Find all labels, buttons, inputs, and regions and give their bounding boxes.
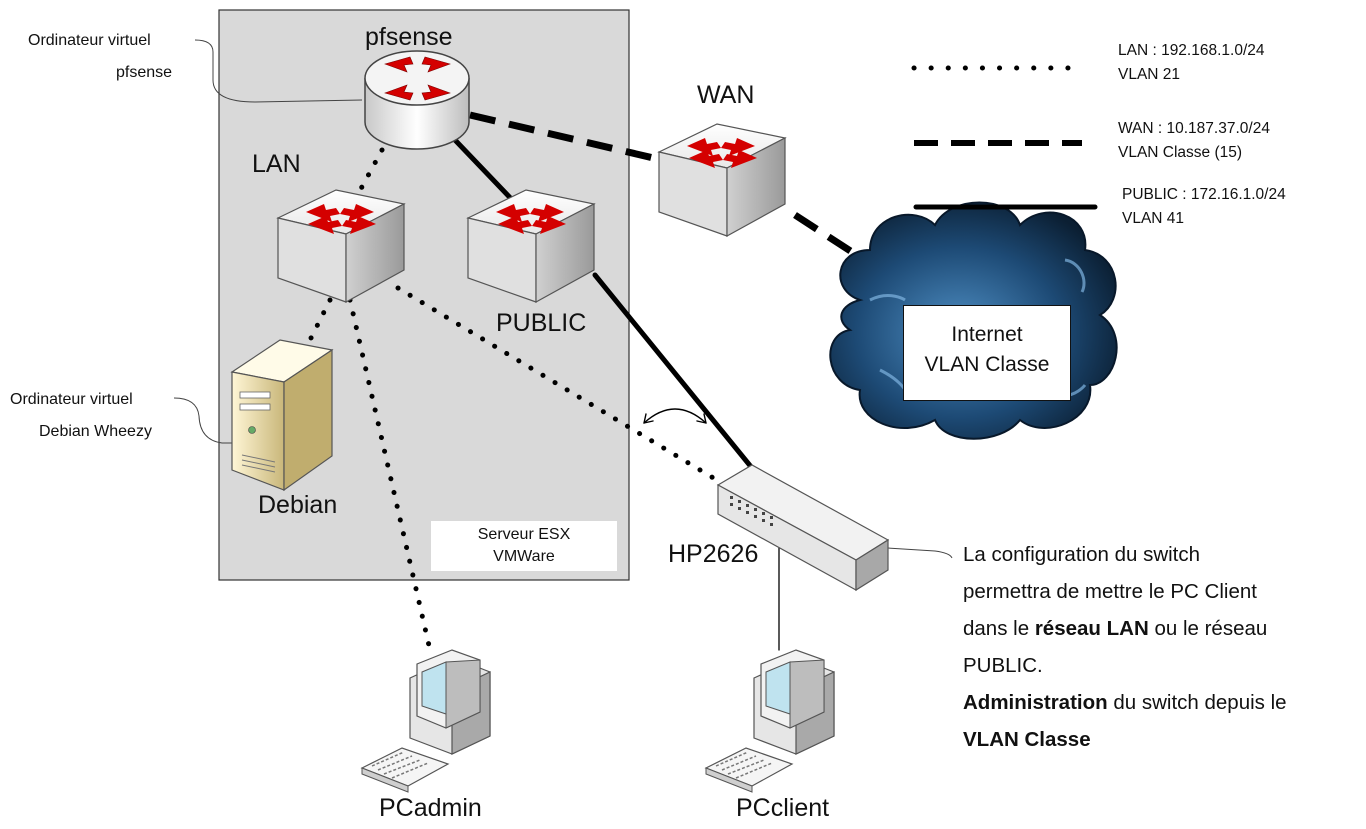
wan-label: WAN — [697, 81, 755, 109]
esx-label-box: Serveur ESX VMWare — [431, 521, 617, 571]
pfsense-label: pfsense — [365, 23, 453, 51]
desc-line5: Administration du switch depuis le — [963, 684, 1363, 721]
switch-description: La configuration du switch permettra de … — [963, 536, 1363, 758]
hp2626-label: HP2626 — [668, 540, 759, 568]
switch-icon — [466, 189, 596, 304]
desc-line3-bold: réseau LAN — [1034, 617, 1149, 640]
desc-line1: La configuration du switch — [963, 543, 1201, 566]
desc-line2: permettra de mettre le PC Client — [963, 580, 1257, 603]
switch-icon — [657, 123, 787, 238]
desc-line4: PUBLIC. — [963, 654, 1043, 677]
toggle-arrow — [643, 408, 707, 424]
link-pfsense-public — [452, 137, 523, 211]
legend-public-line2: VLAN 41 — [1122, 210, 1185, 227]
callout-vm-pfsense-line1: Ordinateur virtuel — [28, 32, 151, 49]
internet-line1: Internet — [951, 323, 1023, 346]
link-public-hp2626 — [592, 272, 755, 471]
pcadmin-label: PCadmin — [379, 794, 482, 822]
legend-public: PUBLIC : 172.16.1.0/24 VLAN 41 — [1122, 183, 1286, 231]
esx-line1: Serveur ESX — [477, 526, 571, 543]
link-pfsense-wan — [469, 111, 663, 164]
debian-label: Debian — [258, 491, 338, 519]
legend-lan-line2: VLAN 21 — [1118, 66, 1181, 83]
lan-label: LAN — [252, 150, 301, 178]
link-pfsense-lan — [342, 147, 385, 221]
legend-lan: LAN : 192.168.1.0/24 VLAN 21 — [1118, 39, 1265, 87]
public-label: PUBLIC — [496, 309, 587, 337]
legend-public-line1: PUBLIC : 172.16.1.0/24 — [1122, 186, 1286, 203]
callout-lines — [173, 39, 953, 559]
desc-line6: VLAN Classe — [963, 721, 1363, 758]
legend-lines — [911, 65, 1098, 210]
desc-line5-b: du switch depuis le — [1107, 691, 1287, 714]
desc-line3-c: ou le réseau — [1148, 617, 1268, 640]
pc-icon — [704, 649, 835, 793]
desc-line5-bold: Administration — [963, 691, 1108, 714]
switch-icon — [276, 189, 406, 304]
router-icon — [364, 50, 470, 150]
esx-line2: VMWare — [493, 548, 555, 565]
server-icon — [230, 339, 334, 492]
callout-vm-debian-line2: Debian Wheezy — [39, 423, 152, 440]
hub-switch-icon — [716, 464, 890, 592]
legend-wan: WAN : 10.187.37.0/24 VLAN Classe (15) — [1118, 117, 1270, 165]
pcclient-label: PCclient — [736, 794, 830, 822]
desc-line3: dans le réseau LAN ou le réseau — [963, 610, 1363, 647]
callout-vm-pfsense-line2: pfsense — [116, 64, 173, 81]
callout-vm-debian-line1: Ordinateur virtuel — [10, 391, 133, 408]
legend-wan-line1: WAN : 10.187.37.0/24 — [1118, 120, 1270, 137]
legend-wan-line2: VLAN Classe (15) — [1118, 144, 1243, 161]
desc-line3-a: dans le — [963, 617, 1035, 640]
legend-lan-line1: LAN : 192.168.1.0/24 — [1118, 42, 1265, 59]
pc-icon — [360, 649, 491, 793]
internet-label-box: Internet VLAN Classe — [903, 305, 1071, 401]
desc-line6-bold: VLAN Classe — [963, 728, 1091, 751]
internet-line2: VLAN Classe — [924, 353, 1050, 376]
